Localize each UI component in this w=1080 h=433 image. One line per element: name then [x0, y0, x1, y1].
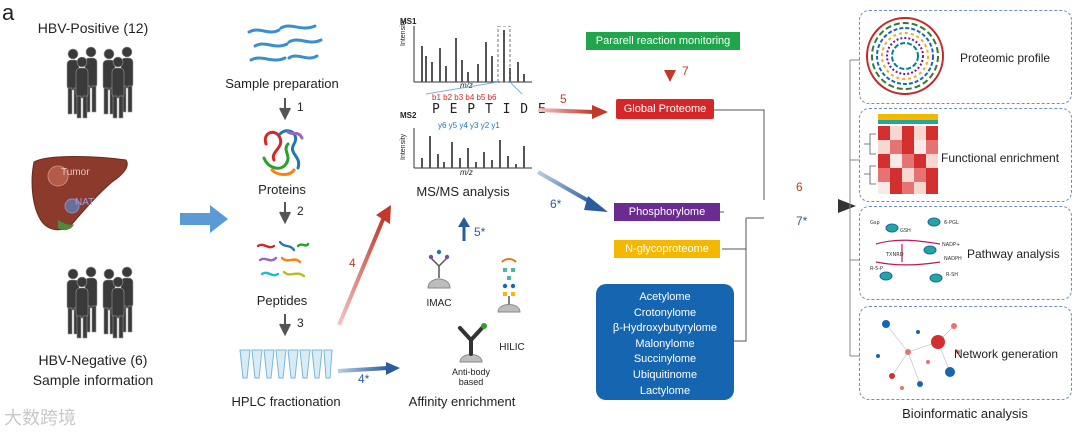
svg-text:NADPH: NADPH — [944, 256, 962, 262]
circos-plot-icon — [866, 17, 944, 95]
b-ions-label: b1 b2 b3 b4 b5 b6 — [432, 93, 497, 102]
svg-text:GSH: GSH — [900, 228, 911, 234]
msms-analysis-caption: MS/MS analysis — [416, 184, 510, 199]
down-arrow-7-icon — [664, 54, 676, 82]
tumor-label: Tumor — [61, 167, 90, 178]
step-7b-label: 7* — [796, 214, 808, 228]
pathway-analysis-panel — [859, 206, 1072, 300]
proteomic-profile-panel — [859, 10, 1072, 104]
hbv-negative-label: HBV-Negative (6) — [38, 352, 148, 368]
ms1-zoom-lines — [425, 82, 523, 95]
step-6-label: 6 — [796, 180, 803, 194]
arrow-6-icon — [762, 199, 856, 213]
up-arrow-5b-icon — [458, 217, 470, 241]
functional-enrichment-panel — [859, 108, 1072, 202]
svg-text:6-PGL: 6-PGL — [944, 220, 959, 226]
modification-item: Crotonylome — [633, 306, 697, 319]
ms1-label: MS1 — [400, 17, 417, 26]
down-arrow-2-icon — [279, 202, 291, 224]
hilic-label: HILIC — [499, 342, 525, 353]
arrow-4-icon — [337, 205, 391, 326]
peptides-label: Peptides — [256, 293, 308, 308]
hbv-positive-people-icon — [66, 46, 134, 119]
hbv-negative-people-icon — [66, 266, 134, 339]
step-7-label: 7 — [682, 64, 689, 78]
global-proteome-box: Global Proteome — [616, 99, 714, 119]
step-5-label: 5 — [560, 92, 567, 106]
ms1-mz-label: m/z — [460, 81, 473, 90]
imac-label: IMAC — [426, 298, 452, 309]
step-2-label: 2 — [297, 204, 304, 218]
modifications-box: Acetylome Crotonylome β-Hydroxybutyrylom… — [596, 284, 734, 400]
sample-information-caption: Sample information — [32, 372, 154, 388]
arrow-6b-icon — [537, 170, 608, 212]
panel-letter: a — [2, 0, 15, 25]
antibody-label: Anti-body based — [451, 367, 491, 387]
ms1-intensity-label: Intensity — [400, 19, 407, 46]
modification-item: Malonylome — [635, 337, 695, 350]
modification-item: Succinylome — [633, 353, 697, 366]
sample-tissue-icon — [247, 24, 323, 62]
hplc-tubes-icon — [239, 349, 333, 379]
proteins-label: Proteins — [258, 182, 306, 197]
big-blue-arrow-icon — [180, 205, 228, 233]
ms2-label: MS2 — [400, 111, 417, 120]
ms2-mz-label: m/z — [460, 168, 473, 177]
peptides-icon — [256, 240, 310, 278]
dataset-bracket-lines — [714, 109, 765, 342]
watermark-text: 大数跨境 — [4, 408, 76, 428]
proteins-icon — [262, 129, 304, 176]
step-4-label: 4 — [349, 256, 356, 270]
prm-box: Pararell reaction monitoring — [586, 32, 740, 50]
step-5b-label: 5* — [474, 225, 486, 239]
step-6b-label: 6* — [550, 197, 562, 211]
hilic-icon — [497, 258, 521, 313]
svg-text:TXNRD: TXNRD — [885, 252, 904, 258]
imac-icon — [427, 249, 451, 289]
pathway-analysis-label: Pathway analysis — [967, 247, 1060, 261]
svg-text:R-SH: R-SH — [946, 272, 958, 278]
down-arrow-3-icon — [279, 314, 291, 336]
hplc-fractionation-label: HPLC fractionation — [231, 394, 341, 409]
peptide-sequence: P E P T I D E — [432, 102, 547, 117]
arrow-5-icon — [537, 105, 608, 119]
liver-icon — [31, 156, 128, 231]
network-generation-label: Network generation — [954, 347, 1059, 361]
modification-item: β-Hydroxybutyrylome — [612, 322, 718, 335]
step-3-label: 3 — [297, 316, 304, 330]
step-4b-label: 4* — [358, 372, 370, 386]
y-ions-label: y6 y5 y4 y3 y2 y1 — [438, 121, 500, 130]
modification-item: Ubiquitinome — [632, 368, 698, 381]
proteomic-profile-label: Proteomic profile — [960, 51, 1051, 65]
heatmap-icon — [864, 114, 938, 194]
sample-preparation-label: Sample preparation — [225, 76, 339, 91]
hbv-positive-label: HBV-Positive (12) — [37, 20, 149, 36]
n-glycoproteome-box: N-glycoproteome — [614, 240, 720, 258]
network-icon — [876, 320, 960, 390]
affinity-enrichment-caption: Affinity enrichment — [408, 394, 516, 409]
functional-enrichment-label: Functional enrichment — [941, 151, 1060, 165]
svg-text:Gsp: Gsp — [870, 220, 880, 226]
modification-item: Acetylome — [639, 291, 691, 303]
arrow-4b-icon — [337, 362, 400, 375]
modification-item: Lactylome — [639, 384, 691, 397]
down-arrow-1-icon — [279, 98, 291, 120]
ms2-spectrum — [413, 128, 532, 169]
svg-text:R-5-P: R-5-P — [870, 266, 883, 272]
antibody-icon — [458, 323, 487, 363]
bioinformatic-analysis-caption: Bioinformatic analysis — [902, 406, 1028, 421]
phosphorylome-box: Phosphorylome — [614, 203, 720, 221]
ms1-spectrum — [413, 26, 532, 83]
step-1-label: 1 — [297, 100, 304, 114]
nat-label: NAT — [75, 197, 95, 208]
svg-text:NADP+: NADP+ — [942, 242, 960, 248]
network-generation-panel — [859, 306, 1072, 400]
ms2-intensity-label: Intensity — [400, 133, 407, 160]
bioinfo-bracket-lines — [849, 59, 860, 357]
